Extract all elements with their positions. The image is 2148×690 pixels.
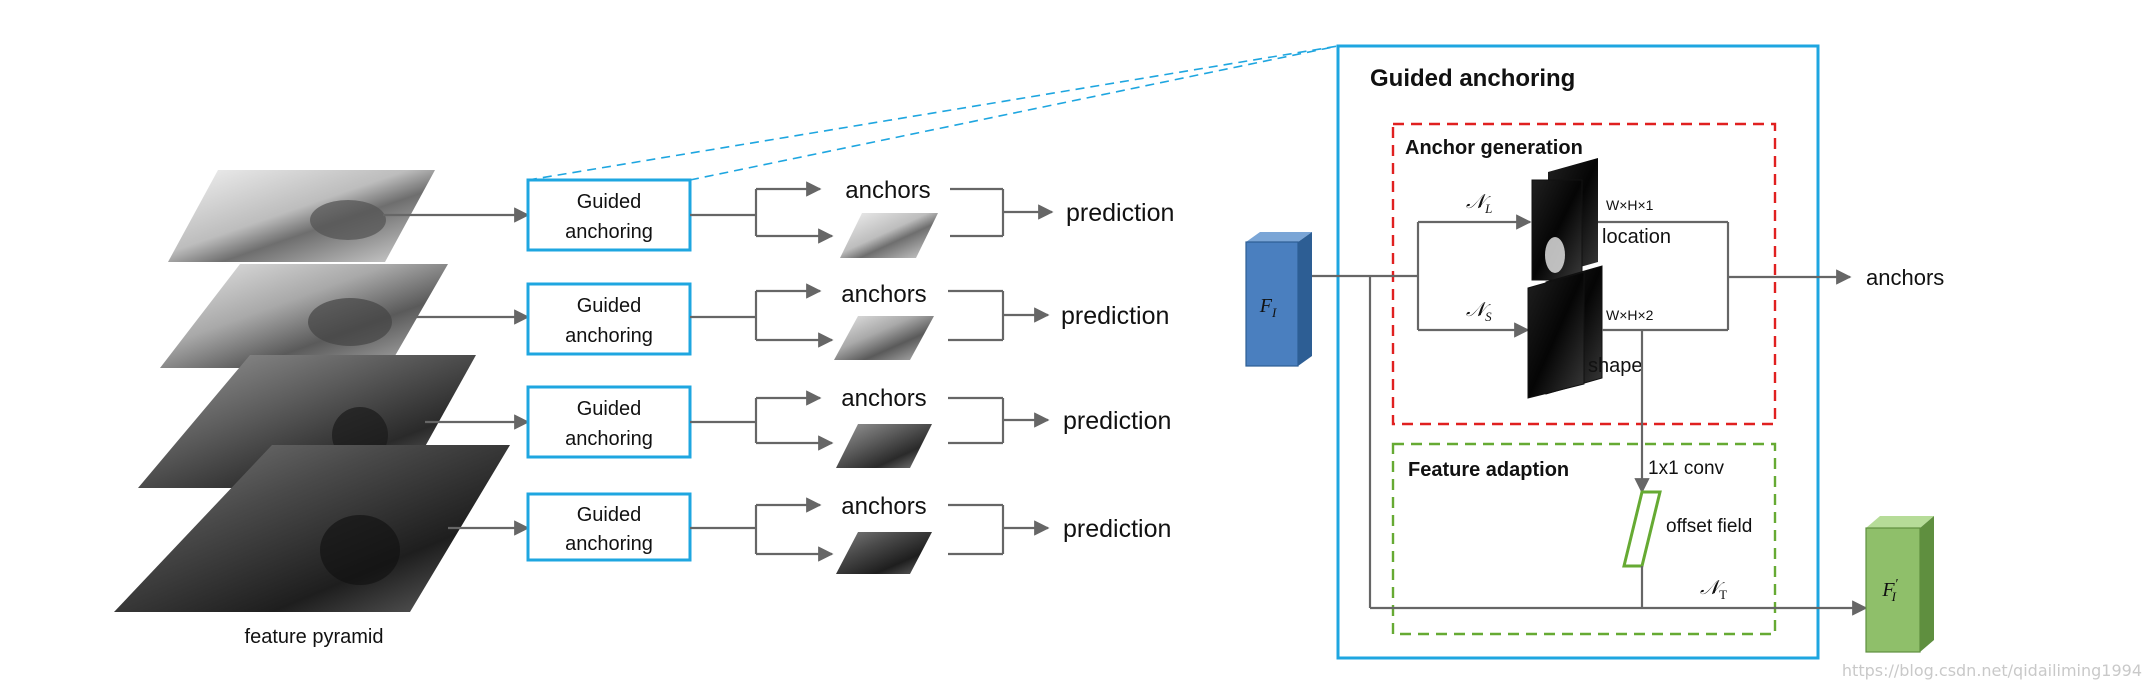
guided-anchoring-module: Guided anchoring Anchor generation Featu… (1245, 44, 1944, 660)
anchor-generation-title: Anchor generation (1405, 137, 1583, 159)
guided-anchoring-box-4 (526, 492, 692, 562)
ns-label: 𝒩S (1466, 299, 1492, 324)
anchors-out-label: anchors (1866, 265, 1944, 290)
pipeline-row-4: Guided anchoring anchors prediction (448, 492, 1171, 574)
guided-box-4-line1: Guided (577, 504, 642, 526)
input-block-side (1298, 232, 1312, 366)
watermark: https://blog.csdn.net/qidailiming1994 (1842, 661, 2142, 680)
pyramid-level-4-blob (320, 515, 400, 585)
guided-anchoring-box-3 (526, 385, 692, 459)
pipeline-row-2: Guided anchoring anchors prediction (410, 281, 1169, 360)
module-title: Guided anchoring (1370, 65, 1575, 92)
pipeline-row-3: Guided anchoring anchors prediction (425, 385, 1171, 468)
guided-box-3-line1: Guided (577, 398, 642, 420)
shape-dim-label: W×H×2 (1606, 307, 1654, 323)
guided-box-2-line1: Guided (577, 295, 642, 317)
output-block-top (1866, 516, 1934, 528)
feature-adaption-box (1391, 442, 1777, 636)
location-map-hotspot (1545, 237, 1565, 273)
row-2-anchors-label: anchors (841, 281, 926, 308)
pyramid-label: feature pyramid (245, 626, 384, 648)
row-3-anchors-label: anchors (841, 385, 926, 412)
location-dim-label: W×H×1 (1606, 197, 1654, 213)
row-3-anchor-thumbnail (836, 424, 932, 468)
pyramid-level-2 (160, 264, 448, 368)
feature-adaption-title: Feature adaption (1408, 459, 1569, 481)
anchor-generation-box (1391, 122, 1777, 426)
output-block-front (1865, 527, 1921, 653)
row-4-prediction-label: prediction (1063, 515, 1171, 543)
pipeline-row-1: Guided anchoring anchors prediction (383, 177, 1174, 258)
offset-field-label: offset field (1666, 516, 1752, 537)
offset-field-shape (1622, 490, 1662, 568)
nl-label: 𝒩L (1466, 191, 1492, 216)
feature-pyramid: feature pyramid (114, 170, 510, 648)
input-feature-block: FI (1245, 232, 1312, 367)
output-block-side (1920, 516, 1934, 652)
input-label: FI (1259, 295, 1277, 320)
output-label: F′I (1881, 577, 1898, 604)
guided-box-3-line2: anchoring (565, 428, 653, 450)
guided-box-2-line2: anchoring (565, 325, 653, 347)
input-block-front (1245, 241, 1299, 367)
row-1-anchor-thumbnail (840, 213, 938, 258)
guided-anchoring-box-1 (526, 178, 692, 252)
zoom-line-top (527, 45, 1339, 181)
input-block-top (1246, 232, 1312, 242)
location-label: location (1602, 226, 1671, 248)
row-2-anchor-thumbnail (834, 316, 934, 360)
pyramid-level-1-blob (310, 200, 386, 240)
pyramid-level-2-blob (308, 298, 392, 346)
module-border (1336, 44, 1820, 660)
row-2-prediction-label: prediction (1061, 302, 1169, 330)
row-4-anchors-label: anchors (841, 493, 926, 520)
shape-map-front (1527, 271, 1585, 399)
row-3-prediction-label: prediction (1063, 407, 1171, 435)
nt-label: 𝒩T (1700, 577, 1727, 602)
guided-anchoring-box-2 (526, 282, 692, 356)
pyramid-level-1 (168, 170, 435, 262)
guided-box-1-line2: anchoring (565, 221, 653, 243)
output-feature-block: F′I (1865, 516, 1934, 653)
guided-box-1-line1: Guided (577, 191, 642, 213)
row-4-anchor-thumbnail (836, 532, 932, 574)
guided-box-4-line2: anchoring (565, 533, 653, 555)
zoom-line-bottom (689, 45, 1339, 181)
row-1-anchors-label: anchors (845, 177, 930, 204)
conv-label: 1x1 conv (1648, 458, 1725, 479)
pyramid-level-4 (114, 445, 510, 612)
shape-label: shape (1588, 355, 1643, 377)
row-1-prediction-label: prediction (1066, 199, 1174, 227)
